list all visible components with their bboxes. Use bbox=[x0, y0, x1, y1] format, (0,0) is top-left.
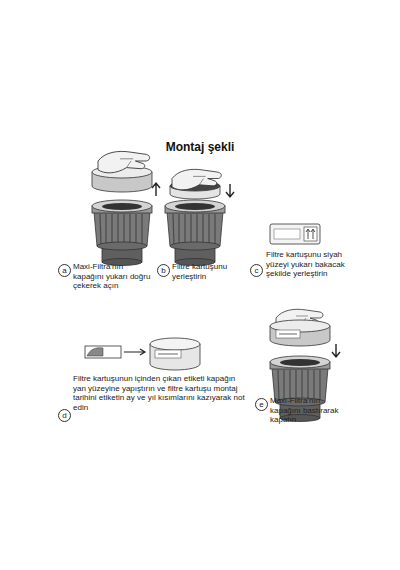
step-letter: a bbox=[62, 267, 66, 275]
cartridge-box-icon bbox=[270, 224, 320, 244]
diagram-title: Montaj şekli bbox=[0, 140, 400, 154]
step-letter: e bbox=[259, 401, 263, 409]
step-letter: b bbox=[161, 267, 165, 275]
step-letter: d bbox=[62, 412, 66, 420]
lid-lift-figure bbox=[92, 151, 160, 265]
step-instruction: Filtre kartuşunu yerleştirin bbox=[172, 262, 234, 281]
step-circle: a bbox=[58, 264, 71, 277]
cartridge-insert-figure bbox=[165, 169, 234, 265]
step-circle: d bbox=[58, 409, 71, 422]
step-letter: c bbox=[255, 267, 259, 275]
step-circle: c bbox=[250, 264, 263, 277]
step-circle: e bbox=[255, 398, 268, 411]
label-sticker-figure bbox=[85, 338, 200, 370]
step-instruction: Maxi-Filtra’nın kapağını yukarı doğru çe… bbox=[73, 262, 151, 291]
step-instruction: Maxi-Filtra’nın kapağını bastırarak kapa… bbox=[270, 396, 342, 425]
step-circle: b bbox=[157, 264, 170, 277]
step-instruction: Filtre kartuşunun içinden çıkan etiketi … bbox=[73, 374, 245, 412]
step-instruction: Filtre kartuşunu siyah yüzeyi yukarı bak… bbox=[266, 250, 346, 279]
